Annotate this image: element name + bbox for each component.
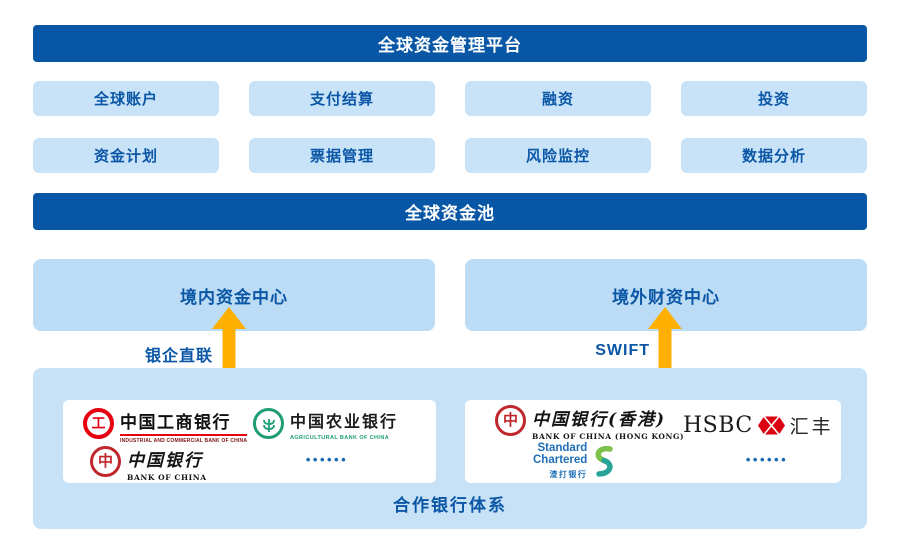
bochk-logo: 中 中国银行(香港) BANK OF CHINA (HONG KONG) — [495, 405, 684, 441]
bochk-symbol: 中 — [502, 412, 518, 429]
bochk-name-en: BANK OF CHINA (HONG KONG) — [532, 432, 685, 441]
module-financing: 融资 — [465, 81, 651, 116]
module-global-accounts: 全球账户 — [33, 81, 219, 116]
platform-title-bar: 全球资金管理平台 — [33, 25, 867, 62]
standard-chartered-logo: Standard Chartered 渣打银行 — [533, 442, 614, 480]
swift-link-label: SWIFT — [595, 342, 650, 359]
bank-direct-link-label: 银企直联 — [144, 348, 213, 365]
hsbc-hexagon-icon — [757, 416, 785, 435]
module-risk-monitoring: 风险监控 — [465, 138, 651, 173]
bochk-icon: 中 — [495, 405, 526, 436]
module-investment: 投资 — [681, 81, 867, 116]
sc-name-cn: 渣打银行 — [549, 469, 588, 479]
overseas-banks-panel: 中 中国银行(香港) BANK OF CHINA (HONG KONG) HSB… — [465, 400, 841, 483]
more-banks-dots: •••••• — [305, 452, 349, 467]
partner-banks-container: 工 中国工商银行 INDUSTRIAL AND COMMERCIAL BANK … — [33, 368, 867, 529]
pool-title: 全球资金池 — [405, 204, 495, 223]
boc-name-cn: 中国银行 — [127, 451, 203, 471]
overseas-treasury-center-label: 境外财资中心 — [612, 287, 720, 307]
module-fund-planning: 资金计划 — [33, 138, 219, 173]
boc-logo: 中 中国银行 BANK OF CHINA — [90, 446, 207, 482]
icbc-icon: 工 — [83, 408, 114, 439]
sc-s-icon — [595, 445, 614, 477]
hsbc-name-en: HSBC — [683, 413, 753, 438]
boc-icon: 中 — [90, 446, 121, 477]
domestic-fund-center-label: 境内资金中心 — [180, 287, 288, 307]
abc-logo: 中国农业银行 AGRICULTURAL BANK OF CHINA — [253, 408, 398, 441]
hsbc-logo: HSBC 汇丰 — [683, 412, 834, 439]
sc-name-en-line1: Standard — [537, 442, 588, 454]
boc-symbol: 中 — [97, 453, 113, 470]
icbc-symbol: 工 — [91, 415, 106, 431]
module-payment-settlement: 支付结算 — [249, 81, 435, 116]
bochk-name-cn: 中国银行(香港) — [532, 410, 667, 430]
icbc-name-cn: 中国工商银行 — [120, 408, 248, 436]
domestic-banks-panel: 工 中国工商银行 INDUSTRIAL AND COMMERCIAL BANK … — [63, 400, 436, 483]
boc-name-en: BANK OF CHINA — [127, 473, 207, 482]
module-data-analysis: 数据分析 — [681, 138, 867, 173]
abc-wheat-icon — [253, 408, 284, 439]
abc-name-en: AGRICULTURAL BANK OF CHINA — [290, 435, 390, 441]
sc-name-en-line2: Chartered — [533, 454, 588, 467]
more-banks-dots: •••••• — [745, 452, 789, 467]
icbc-logo: 工 中国工商银行 INDUSTRIAL AND COMMERCIAL BANK … — [83, 408, 248, 444]
pool-title-bar: 全球资金池 — [33, 193, 867, 230]
icbc-name-en: INDUSTRIAL AND COMMERCIAL BANK OF CHINA — [120, 438, 248, 444]
module-bill-management: 票据管理 — [249, 138, 435, 173]
abc-name-cn: 中国农业银行 — [290, 412, 399, 431]
partner-banks-title: 合作银行体系 — [393, 496, 507, 515]
hsbc-name-cn: 汇丰 — [789, 417, 834, 438]
platform-title: 全球资金管理平台 — [378, 36, 522, 55]
